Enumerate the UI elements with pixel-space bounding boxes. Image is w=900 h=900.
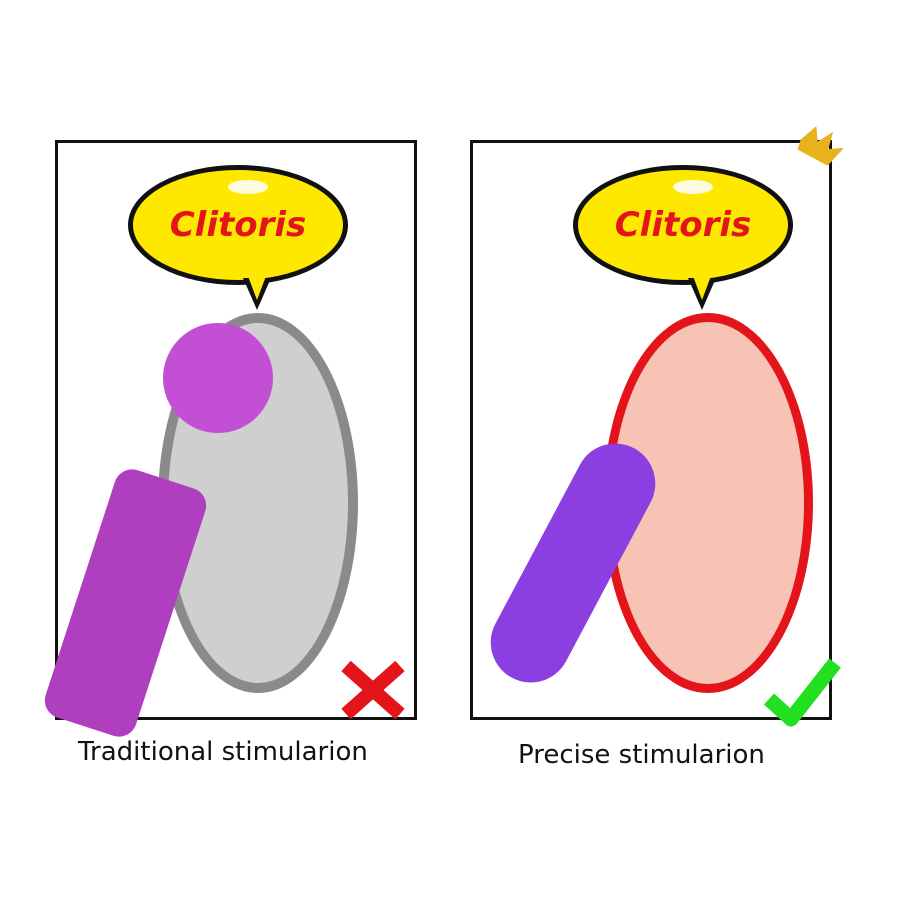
crown-icon (797, 126, 844, 166)
caption-precise: Precise stimularion (518, 740, 765, 770)
bubble-tail (688, 276, 716, 310)
panel-traditional: Clitoris (40, 140, 417, 742)
check-icon (763, 658, 841, 727)
speech-bubble: Clitoris (573, 165, 793, 310)
caption-traditional: Traditional stimularion (78, 737, 368, 767)
bubble-highlight (228, 180, 268, 194)
bubble-highlight (673, 180, 713, 194)
bubble-label: Clitoris (614, 205, 752, 245)
bubble-tail (243, 276, 271, 310)
panel-precise: Clitoris (470, 140, 832, 720)
cross-icon (341, 660, 405, 720)
speech-bubble: Clitoris (128, 165, 348, 310)
device-head-shape (163, 323, 273, 433)
bubble-label: Clitoris (169, 205, 307, 245)
